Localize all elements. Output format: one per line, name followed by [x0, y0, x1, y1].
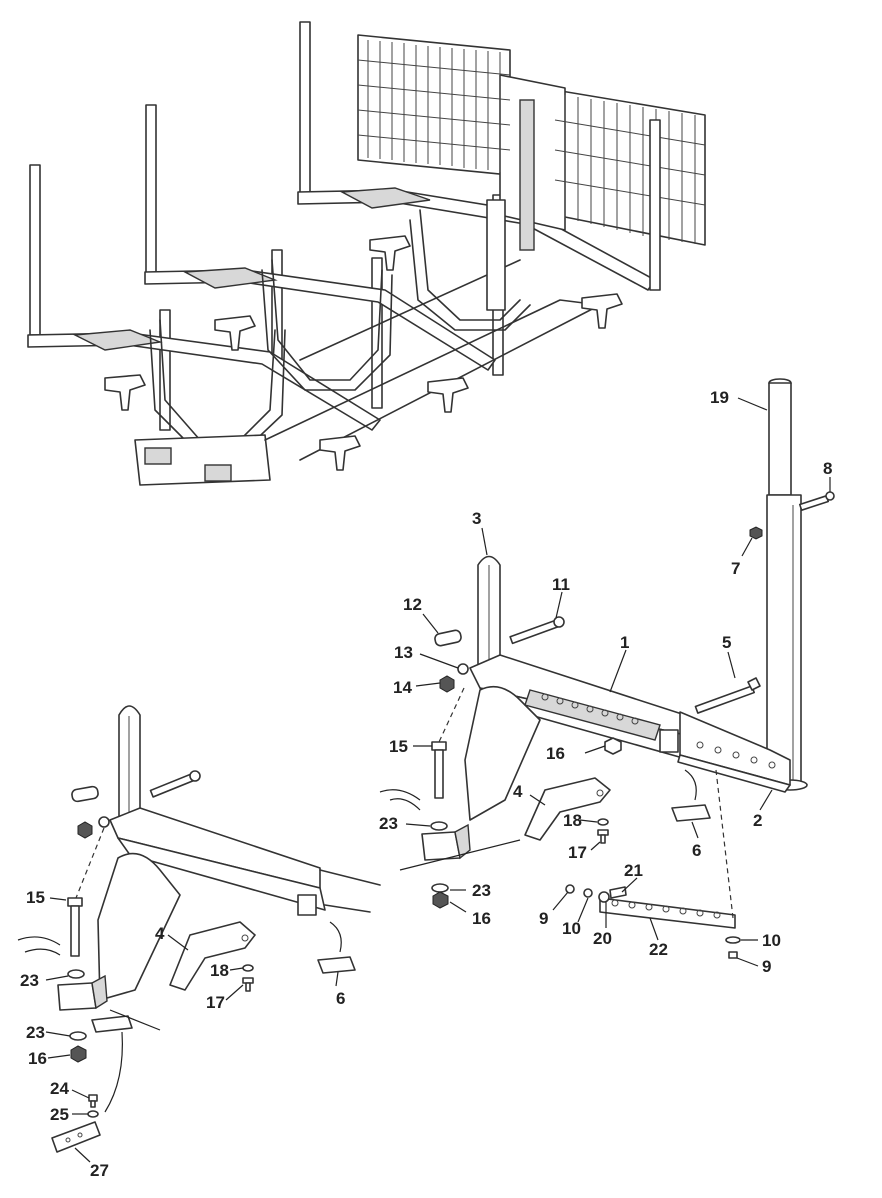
left-detail-assembly: [17, 705, 381, 1153]
callout-9: 9: [539, 909, 548, 928]
callout-20: 20: [593, 929, 612, 948]
part-9-screw-b: [728, 951, 738, 959]
part-16-nut-right-b: [432, 891, 449, 909]
callout-18: 18: [210, 961, 229, 980]
callout-5: 5: [722, 633, 731, 652]
callout-6: 6: [336, 989, 345, 1008]
left-upright: [118, 705, 141, 819]
callout-16: 16: [472, 909, 491, 928]
callout-10: 10: [762, 931, 781, 950]
callout-7: 7: [731, 559, 740, 578]
leader-lines: [45, 397, 831, 1163]
left-base-block: [57, 974, 108, 1011]
callout-17: 17: [568, 843, 587, 862]
callout-6: 6: [692, 841, 701, 860]
part-23-washer-right-a: [430, 821, 448, 831]
overview-beams: [27, 187, 656, 431]
left-bolt-top: [71, 770, 201, 839]
callout-16: 16: [546, 744, 565, 763]
callout-16: 16: [28, 1049, 47, 1068]
part-10-washer-a: [583, 888, 593, 898]
part-6-pad-right: [671, 769, 711, 822]
callout-27: 27: [90, 1161, 109, 1180]
part-23-washer-right-b: [431, 883, 449, 893]
part-6-pad-left: [317, 921, 356, 974]
part-19-stake: [766, 378, 808, 791]
callout-23: 23: [26, 1023, 45, 1042]
callout-17: 17: [206, 993, 225, 1012]
overview-cradles: [149, 209, 531, 451]
overview-assembly: [27, 21, 706, 486]
part-18-washer-right: [597, 818, 609, 826]
part-4-bracket-left: [169, 921, 256, 991]
callout-1: 1: [620, 633, 629, 652]
part-25-washer: [87, 1110, 99, 1118]
part-23-washer-left-a: [67, 969, 85, 979]
part-17-screw-left: [242, 977, 254, 992]
part-3-upright: [477, 555, 501, 669]
part-5-bolt: [694, 677, 761, 714]
part-11-bolt: [509, 616, 565, 645]
part-20-link: [598, 891, 610, 903]
part-12-pin: [434, 629, 462, 647]
overview-feet: [104, 235, 623, 471]
callout-23: 23: [20, 971, 39, 990]
part-21-clip: [609, 886, 627, 899]
part-16-nut-left: [70, 1045, 87, 1063]
callout-22: 22: [649, 940, 668, 959]
callout-4: 4: [513, 782, 523, 801]
part-9-screw-a: [565, 884, 575, 894]
callout-11: 11: [552, 575, 570, 594]
part-23-washer-left-b: [69, 1031, 87, 1041]
part-4-bracket-right: [524, 777, 611, 841]
right-detail-assembly: [379, 378, 835, 959]
left-shim-plate: [91, 1015, 133, 1033]
right-base-block: [421, 823, 471, 861]
part-16-nut-right-a: [604, 737, 622, 755]
part-15-bolt-left: [67, 897, 83, 957]
callout-9: 9: [762, 957, 771, 976]
callout-18: 18: [563, 811, 582, 830]
callout-15: 15: [389, 737, 408, 756]
part-1-frame: [464, 654, 691, 821]
callout-8: 8: [823, 459, 832, 478]
part-14-nut: [439, 675, 455, 693]
callout-14: 14: [393, 678, 412, 697]
callout-2: 2: [753, 811, 762, 830]
callout-24: 24: [50, 1079, 69, 1098]
callout-19: 19: [710, 388, 729, 407]
part-18-washer-left: [242, 964, 254, 972]
part-27-plate: [51, 1121, 101, 1153]
callout-4: 4: [155, 924, 165, 943]
part-2-sleeve: [677, 711, 791, 793]
overview-grille: [357, 34, 706, 311]
callout-3: 3: [472, 509, 481, 528]
callout-13: 13: [394, 643, 413, 662]
part-22-chain: [599, 897, 736, 929]
part-17-screw-right: [597, 829, 609, 844]
left-frame: [97, 807, 381, 1001]
part-13-washer: [457, 663, 469, 675]
callout-15: 15: [26, 888, 45, 907]
callout-23: 23: [379, 814, 398, 833]
part-10-washer-b: [725, 936, 741, 944]
callout-10: 10: [562, 919, 581, 938]
callout-25: 25: [50, 1105, 69, 1124]
part-7-nut: [749, 526, 763, 540]
callout-21: 21: [624, 861, 643, 880]
part-8-pin: [798, 491, 835, 511]
part-15-bolt-right: [431, 741, 447, 799]
callout-23: 23: [472, 881, 491, 900]
callout-labels: 19 8 7 3 11 12 1 13 14 5 15 16 4 23 18 1…: [20, 388, 832, 1180]
callout-12: 12: [403, 595, 422, 614]
part-24-screw: [88, 1094, 98, 1108]
